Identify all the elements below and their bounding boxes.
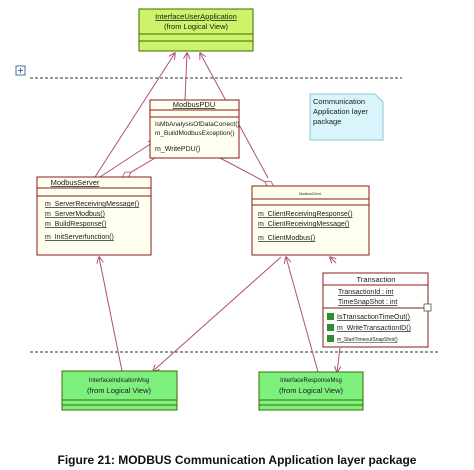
attribute: TransactionId : int	[338, 289, 393, 296]
class-name: ModbusClient	[299, 192, 320, 196]
method: m_InitServerfunction()	[45, 234, 114, 241]
class-modbus-pdu[interactable]: ModbusPDU IsMbAnalysisOfDataCorrect() m_…	[149, 99, 240, 159]
method: m_StartTimeoutSnapShot()	[337, 337, 398, 343]
class-name: Transaction	[357, 275, 396, 284]
class-interface-indication-msg[interactable]: InterfaceIndicationMsg (from Logical Vie…	[61, 370, 178, 411]
note-line: Communication	[313, 97, 365, 106]
class-stereotype: (from Logical View)	[87, 386, 152, 395]
assoc-client-to-indication	[153, 256, 282, 371]
class-modbus-client[interactable]: ModbusClient m_ClientReceivingResponse()…	[251, 185, 370, 256]
assoc-server-to-userapp	[94, 53, 175, 178]
note-line: package	[313, 117, 341, 126]
assoc-pdu-to-userapp	[185, 53, 187, 101]
assoc-indication-to-server	[99, 257, 123, 372]
method: m_WriteTransactionID()	[337, 325, 411, 332]
method-visibility-icon	[327, 313, 334, 320]
class-name: InterfaceResponseMsg	[280, 378, 342, 384]
class-name: InterfaceUserApplication	[155, 12, 237, 21]
aggregation-pdu-client	[219, 157, 273, 186]
attribute: TimeSnapShot : int	[338, 299, 397, 306]
class-interface-response-msg[interactable]: InterfaceResponseMsg (from Logical View)	[258, 371, 364, 411]
method: m_ServerReceivingMessage()	[45, 201, 139, 208]
method: m_BuildModbusException()	[155, 130, 234, 137]
class-interface-user-application[interactable]: InterfaceUserApplication (from Logical V…	[138, 8, 254, 52]
assoc-transaction-to-client	[330, 257, 336, 263]
class-stereotype: (from Logical View)	[279, 386, 344, 395]
assoc-transaction-to-response	[337, 347, 340, 372]
assoc-server-to-pdu	[99, 141, 155, 178]
method: m_ClientModbus()	[258, 235, 315, 242]
class-stereotype: (from Logical View)	[164, 22, 229, 31]
method-visibility-icon	[327, 335, 334, 342]
note-communication-layer: Communication Application layer package	[309, 93, 384, 141]
method: m_BuildResponse()	[45, 221, 106, 228]
class-name: ModbusServer	[51, 178, 100, 187]
expand-icon[interactable]	[15, 65, 26, 76]
class-name: InterfaceIndicationMsg	[89, 378, 149, 384]
method: IsTransactionTimeOut()	[337, 314, 410, 321]
class-modbus-server[interactable]: ModbusServer m_ServerReceivingMessage() …	[36, 176, 152, 256]
note-line: Application layer	[313, 107, 369, 116]
method: m_ClientReceivingResponse()	[258, 211, 353, 218]
method: m_ClientReceivingMessage()	[258, 221, 349, 228]
class-transaction[interactable]: Transaction TransactionId : int TimeSnap…	[322, 272, 432, 348]
method: IsMbAnalysisOfDataCorrect()	[155, 121, 240, 128]
figure-caption: Figure 21: MODBUS Communication Applicat…	[57, 453, 417, 467]
method: m_WritePDU()	[155, 146, 200, 153]
method: m_ServerModbus()	[45, 211, 105, 218]
class-name: ModbusPDU	[173, 100, 216, 109]
method-visibility-icon	[327, 324, 334, 331]
assoc-response-to-client	[286, 257, 319, 373]
aggregation-pdu-server	[123, 157, 156, 177]
associations	[94, 53, 340, 373]
